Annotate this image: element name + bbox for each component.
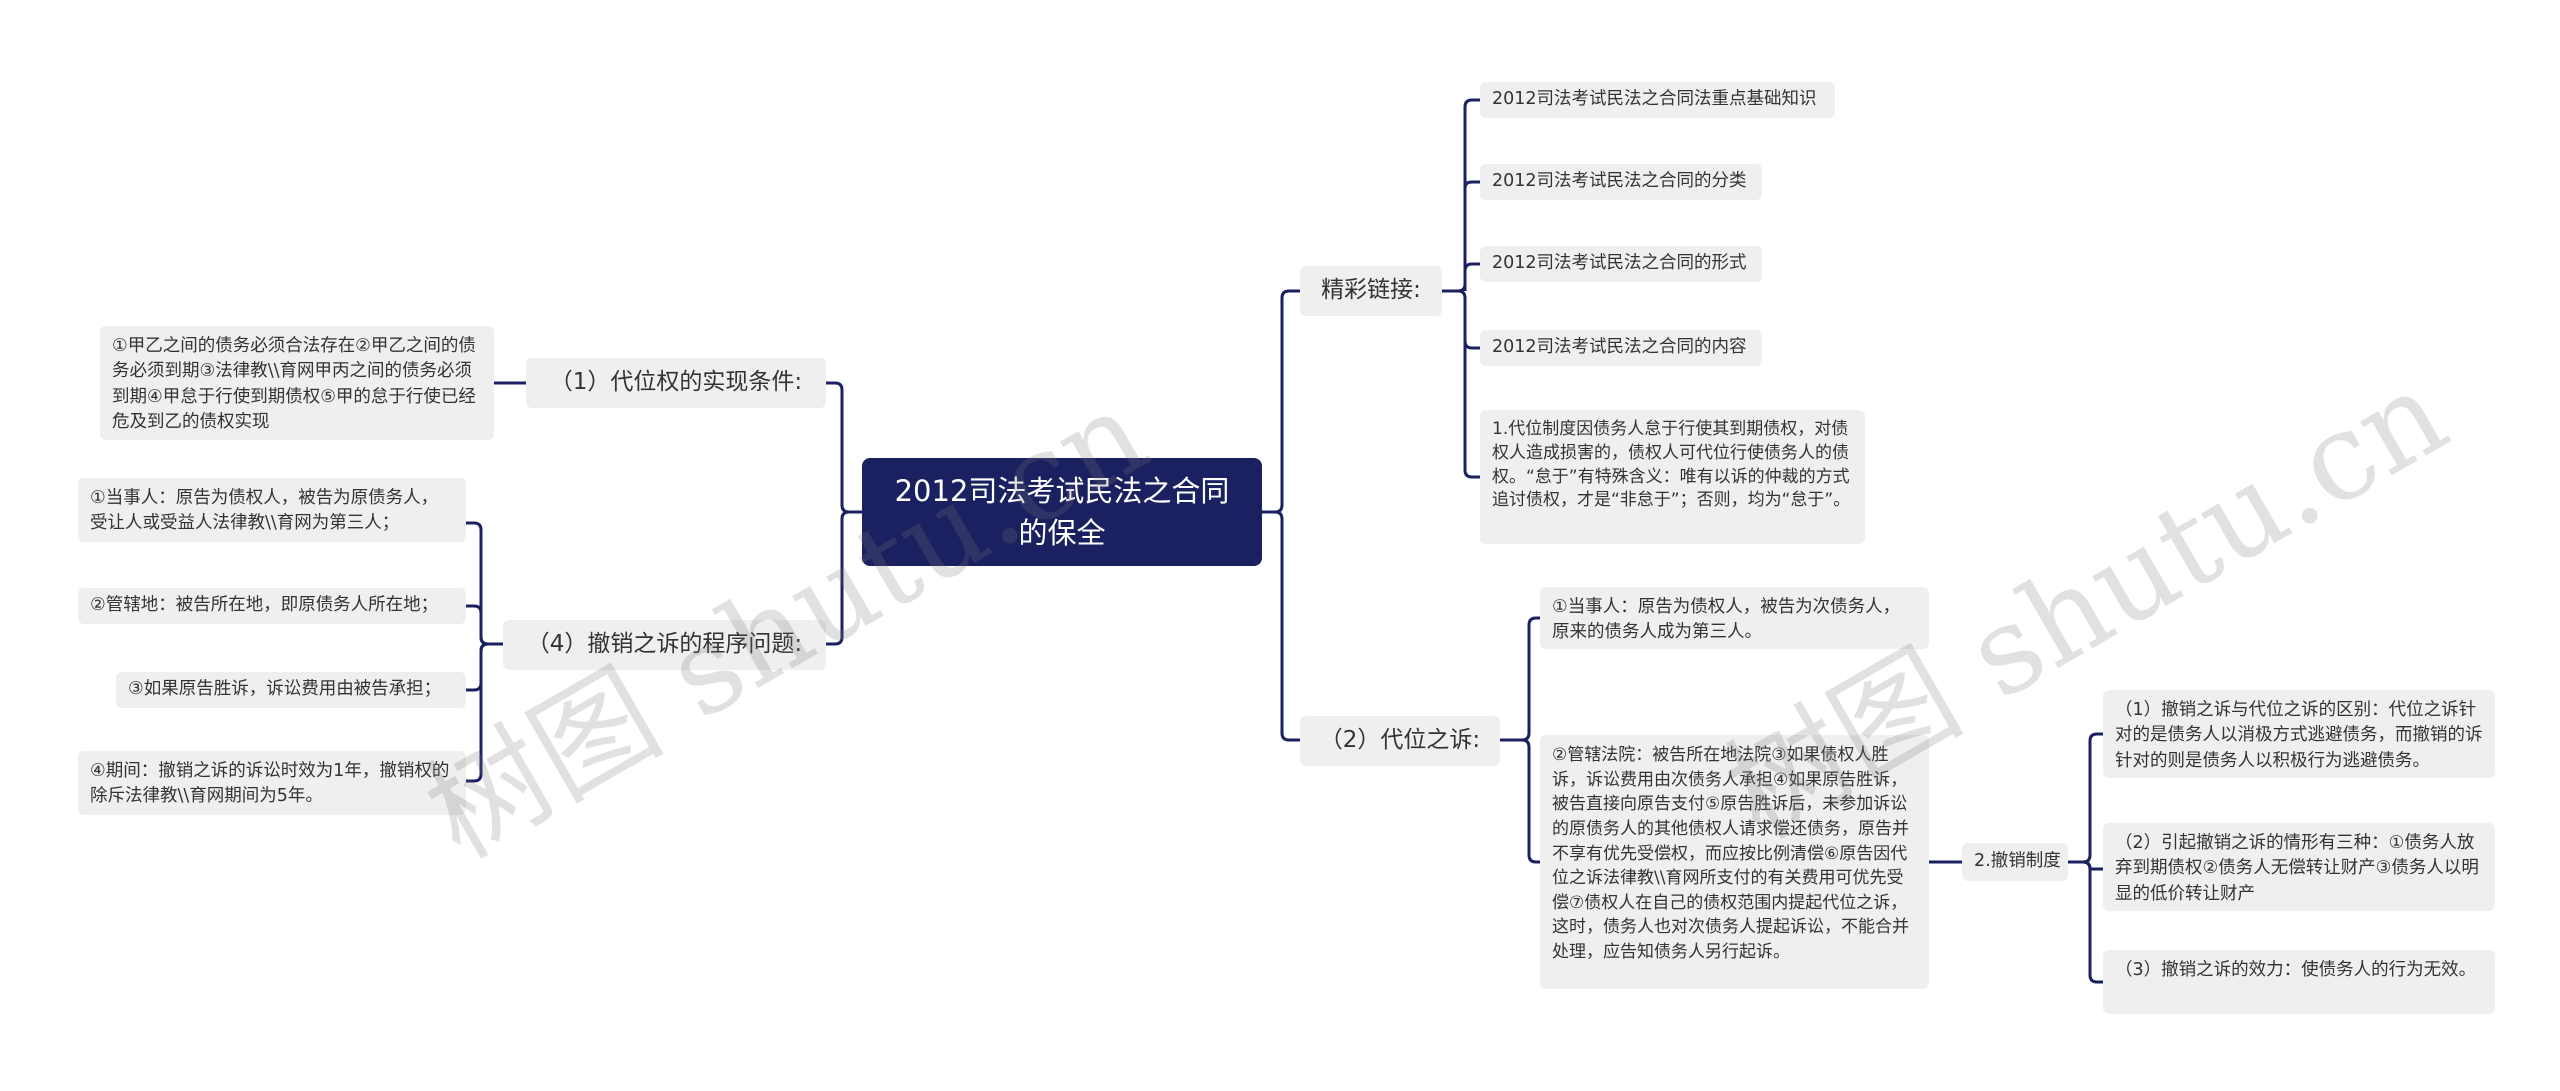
branch-procedure[interactable]: （4）撤销之诉的程序问题: (503, 620, 826, 670)
revocation-system[interactable]: 2.撤销制度 (1962, 843, 2068, 881)
link-item-2[interactable]: 2012司法考试民法之合同的分类 (1480, 164, 1762, 200)
subrogation-item-1[interactable]: ①当事人：原告为债权人，被告为次债务人，原来的债务人成为第三人。 (1540, 587, 1929, 649)
branch-conditions-label: （1）代位权的实现条件: (549, 369, 803, 396)
link-item-3[interactable]: 2012司法考试民法之合同的形式 (1480, 246, 1762, 282)
link-item-1[interactable]: 2012司法考试民法之合同法重点基础知识 (1480, 82, 1835, 118)
branch-subrogation-suit-label: （2）代位之诉: (1319, 727, 1481, 754)
branch-links-label: 精彩链接: (1321, 277, 1421, 304)
branch-conditions[interactable]: （1）代位权的实现条件: (526, 358, 826, 408)
branch-links[interactable]: 精彩链接: (1300, 266, 1442, 316)
root-title: 2012司法考试民法之合同的保全 (894, 473, 1230, 550)
subrogation-item-1-text: ①当事人：原告为债权人，被告为次债务人，原来的债务人成为第三人。 (1552, 597, 1901, 643)
conditions-item-1[interactable]: ①甲乙之间的债务必须合法存在②甲乙之间的债务必须到期③法律教\\育网甲丙之间的债… (100, 326, 494, 440)
conditions-item-1-text: ①甲乙之间的债务必须合法存在②甲乙之间的债务必须到期③法律教\\育网甲丙之间的债… (112, 336, 476, 433)
branch-procedure-label: （4）撤销之诉的程序问题: (526, 631, 803, 658)
root-topic[interactable]: 2012司法考试民法之合同的保全 (862, 458, 1262, 566)
link-item-4-text: 2012司法考试民法之合同的内容 (1492, 337, 1747, 358)
subrogation-item-2[interactable]: ②管辖法院：被告所在地法院③如果债权人胜诉，诉讼费用由次债务人承担④如果原告胜诉… (1540, 735, 1929, 989)
link-item-2-text: 2012司法考试民法之合同的分类 (1492, 171, 1747, 192)
revocation-item-1-text: （1）撤销之诉与代位之诉的区别：代位之诉针对的是债务人以消极方式逃避债务，而撤销… (2115, 700, 2483, 771)
procedure-item-3[interactable]: ③如果原告胜诉，诉讼费用由被告承担； (116, 672, 466, 708)
subrogation-item-2-text: ②管辖法院：被告所在地法院③如果债权人胜诉，诉讼费用由次债务人承担④如果原告胜诉… (1552, 745, 1909, 963)
procedure-item-4-text: ④期间：撤销之诉的诉讼时效为1年，撤销权的除斥法律教\\育网期间为5年。 (90, 761, 450, 807)
link-item-3-text: 2012司法考试民法之合同的形式 (1492, 253, 1747, 274)
revocation-item-3-text: （3）撤销之诉的效力：使债务人的行为无效。 (2115, 960, 2477, 980)
procedure-item-2-text: ②管辖地：被告所在地，即原债务人所在地； (90, 595, 439, 616)
revocation-item-1[interactable]: （1）撤销之诉与代位之诉的区别：代位之诉针对的是债务人以消极方式逃避债务，而撤销… (2103, 690, 2495, 778)
link-item-5[interactable]: 1.代位制度因债务人怠于行使其到期债权，对债权人造成损害的，债权人可代位行使债务… (1480, 410, 1865, 544)
revocation-item-2-text: （2）引起撤销之诉的情形有三种：①债务人放弃到期债权②债务人无偿转让财产③债务人… (2115, 833, 2479, 904)
revocation-item-3[interactable]: （3）撤销之诉的效力：使债务人的行为无效。 (2103, 950, 2495, 1014)
link-item-4[interactable]: 2012司法考试民法之合同的内容 (1480, 330, 1762, 366)
procedure-item-1[interactable]: ①当事人：原告为债权人，被告为原债务人，受让人或受益人法律教\\育网为第三人； (78, 478, 466, 542)
revocation-system-label: 2.撤销制度 (1974, 851, 2061, 872)
link-item-5-text: 1.代位制度因债务人怠于行使其到期债权，对债权人造成损害的，债权人可代位行使债务… (1492, 419, 1851, 511)
procedure-item-3-text: ③如果原告胜诉，诉讼费用由被告承担； (128, 679, 442, 700)
procedure-item-4[interactable]: ④期间：撤销之诉的诉讼时效为1年，撤销权的除斥法律教\\育网期间为5年。 (78, 751, 466, 815)
procedure-item-1-text: ①当事人：原告为债权人，被告为原债务人，受让人或受益人法律教\\育网为第三人； (90, 488, 439, 534)
revocation-item-2[interactable]: （2）引起撤销之诉的情形有三种：①债务人放弃到期债权②债务人无偿转让财产③债务人… (2103, 823, 2495, 911)
link-item-1-text: 2012司法考试民法之合同法重点基础知识 (1492, 89, 1817, 110)
procedure-item-2[interactable]: ②管辖地：被告所在地，即原债务人所在地； (78, 588, 466, 624)
branch-subrogation-suit[interactable]: （2）代位之诉: (1300, 716, 1500, 766)
